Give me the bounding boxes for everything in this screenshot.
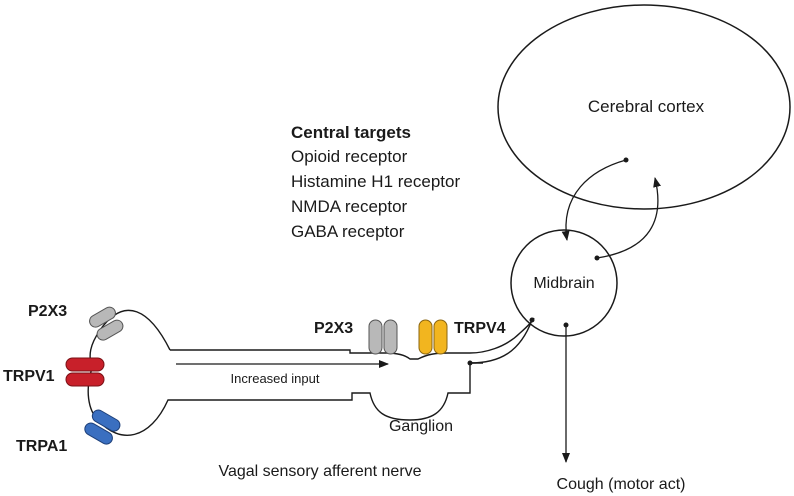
nerve-label: Vagal sensory afferent nerve — [218, 463, 421, 480]
trpv1-label: TRPV1 — [3, 368, 55, 385]
peripheral-p2x3-channel — [89, 306, 124, 341]
cerebral-cortex-ellipse — [497, 4, 791, 210]
central-target-item: GABA receptor — [291, 222, 405, 241]
axon-terminal-dot — [529, 317, 535, 323]
cortex-arrow-origin-dot — [623, 157, 629, 163]
midbrain-arrow-origin-dot — [594, 255, 600, 261]
central-target-item: Histamine H1 receptor — [291, 172, 460, 191]
ganglion-label: Ganglion — [389, 418, 453, 435]
cough-arrow-origin-dot — [563, 322, 569, 328]
central-target-item: NMDA receptor — [291, 197, 408, 216]
trpv1-channel — [65, 357, 105, 387]
trpv4-label: TRPV4 — [454, 320, 506, 337]
axon-junction-dot — [467, 360, 473, 366]
ganglion-p2x3-channel — [368, 319, 398, 355]
trpa1-label: TRPA1 — [16, 438, 67, 455]
trpv4-channel — [418, 319, 448, 355]
cortex-to-midbrain-arrow — [561, 159, 627, 241]
midbrain-circle — [510, 229, 618, 337]
midbrain-label: Midbrain — [533, 275, 594, 292]
trpa1-channel — [84, 409, 121, 445]
midbrain-to-cortex-arrow — [596, 177, 661, 259]
cough-motor-label: Cough (motor act) — [557, 476, 686, 493]
central-targets-title: Central targets — [291, 123, 411, 142]
peripheral-p2x3-label: P2X3 — [28, 303, 67, 320]
neuron-to-midbrain-axon — [469, 319, 533, 364]
central-target-item: Opioid receptor — [291, 147, 408, 166]
increased-input-label: Increased input — [231, 371, 320, 386]
cerebral-cortex-label: Cerebral cortex — [588, 97, 705, 116]
ganglion-p2x3-label: P2X3 — [314, 320, 353, 337]
